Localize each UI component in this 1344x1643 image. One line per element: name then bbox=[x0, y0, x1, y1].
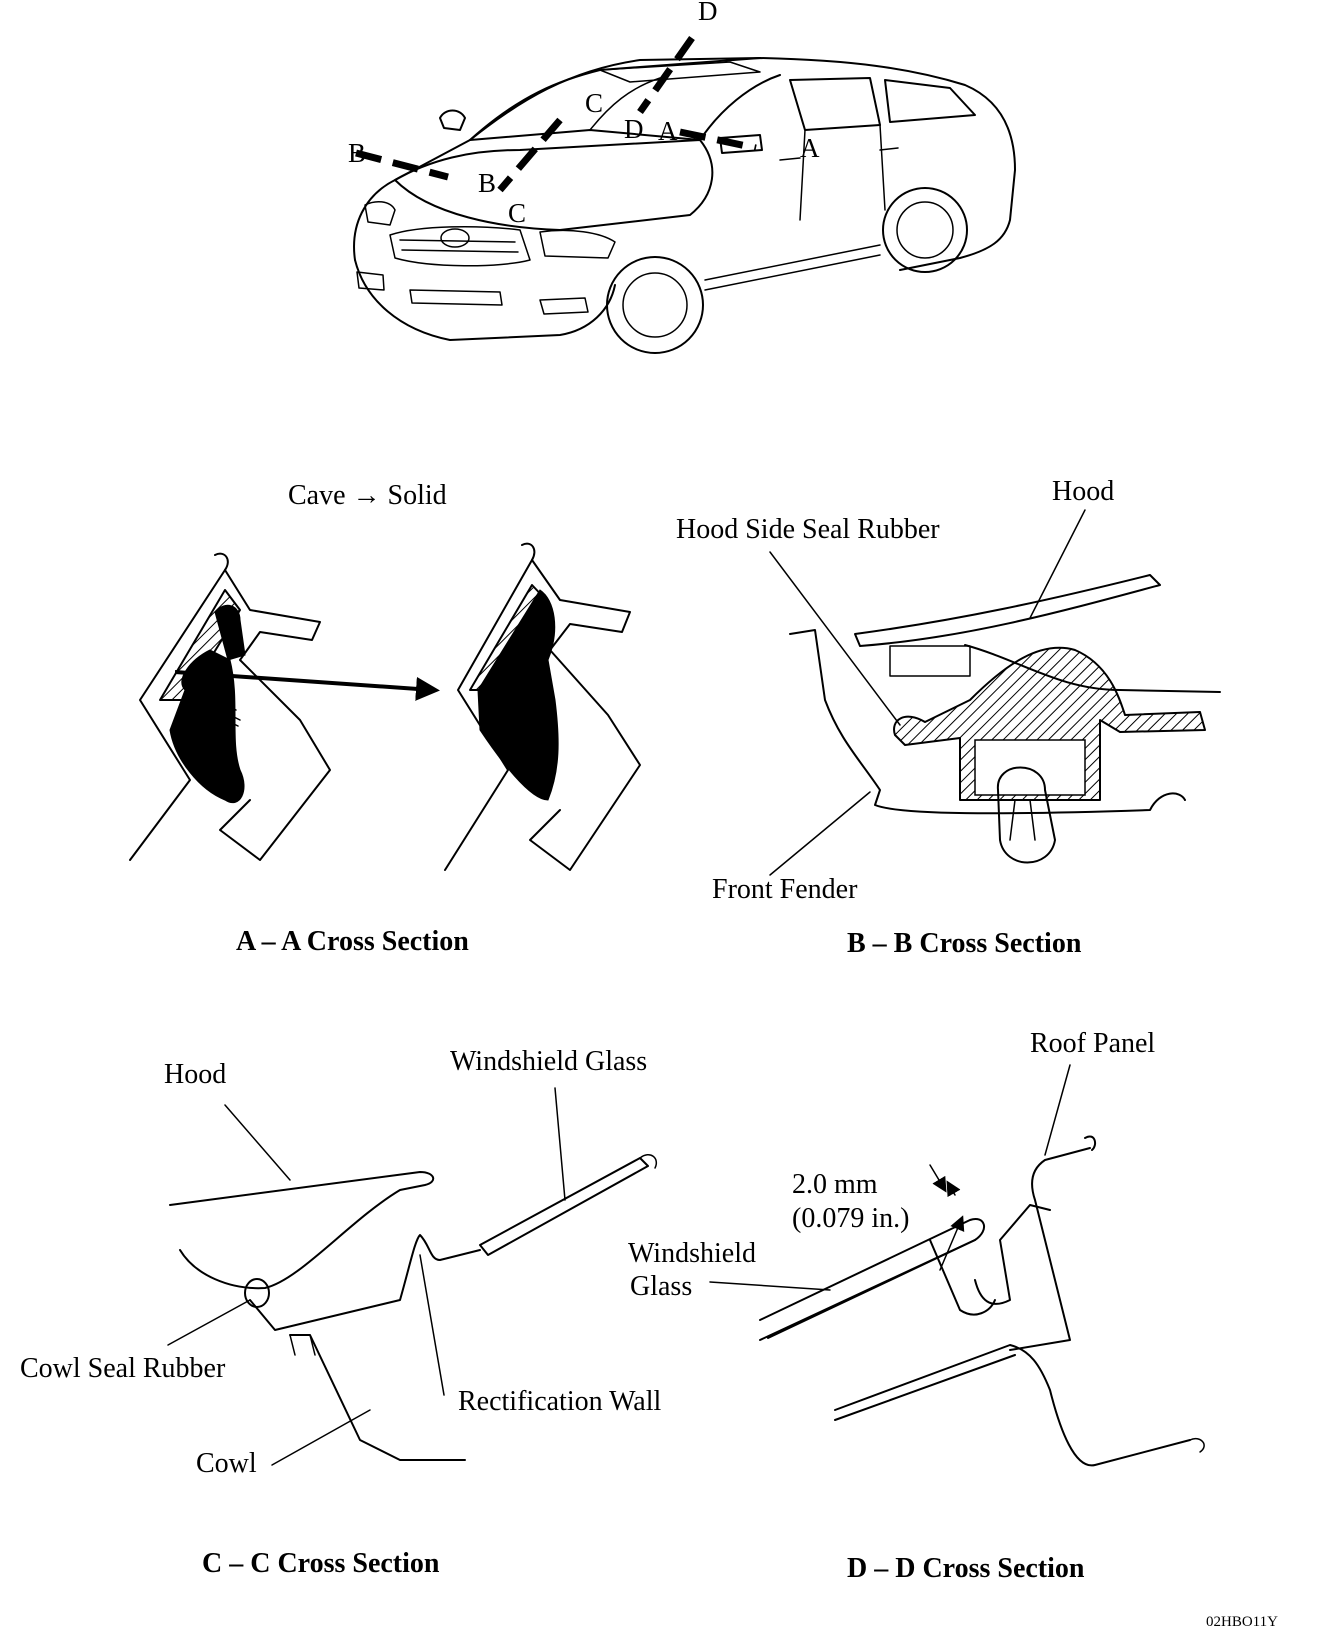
section-c-c: Hood Windshield Glass Cowl Seal Rubber R… bbox=[20, 1046, 661, 1479]
marker-b-upper: B bbox=[348, 138, 366, 168]
label-gap-mm: 2.0 mm bbox=[792, 1169, 878, 1200]
section-d-title: D – D Cross Section bbox=[847, 1553, 1085, 1584]
section-b-b: Hood Hood Side Seal Rubber Front Fender bbox=[676, 476, 1221, 905]
figure-code: 02HBO11Y bbox=[1206, 1614, 1278, 1630]
label-hood-c: Hood bbox=[164, 1059, 226, 1090]
marker-d-lower: D bbox=[624, 114, 644, 144]
section-a-title: A – A Cross Section bbox=[236, 926, 469, 957]
label-rectification-wall: Rectification Wall bbox=[458, 1386, 661, 1417]
marker-a-upper: A bbox=[658, 116, 678, 146]
label-windshield-glass-c: Windshield Glass bbox=[450, 1046, 647, 1077]
label-windshield-line2: Glass bbox=[630, 1271, 692, 1302]
label-gap-in: (0.079 in.) bbox=[792, 1203, 909, 1234]
marker-a-lower: A bbox=[800, 133, 820, 163]
marker-d-upper: D bbox=[698, 0, 718, 26]
label-hood-side-seal-rubber: Hood Side Seal Rubber bbox=[676, 514, 940, 545]
label-hood-b: Hood bbox=[1052, 476, 1114, 507]
marker-b-lower: B bbox=[478, 168, 496, 198]
section-a-a: Cave → Solid bbox=[129, 480, 641, 871]
label-front-fender: Front Fender bbox=[712, 874, 858, 905]
section-a-caption: Cave → Solid bbox=[288, 480, 447, 511]
car-illustration: B B C C D D A A bbox=[348, 0, 1016, 354]
label-cowl: Cowl bbox=[196, 1448, 257, 1479]
marker-c-upper: C bbox=[585, 88, 603, 118]
marker-c-lower: C bbox=[508, 198, 526, 228]
label-cowl-seal-rubber: Cowl Seal Rubber bbox=[20, 1353, 226, 1384]
label-windshield-line1: Windshield bbox=[628, 1238, 756, 1269]
section-d-d: Roof Panel 2.0 mm (0.079 in.) Windshield… bbox=[628, 1028, 1205, 1467]
section-c-title: C – C Cross Section bbox=[202, 1548, 440, 1579]
section-b-title: B – B Cross Section bbox=[847, 928, 1082, 959]
label-roof-panel: Roof Panel bbox=[1030, 1028, 1155, 1059]
